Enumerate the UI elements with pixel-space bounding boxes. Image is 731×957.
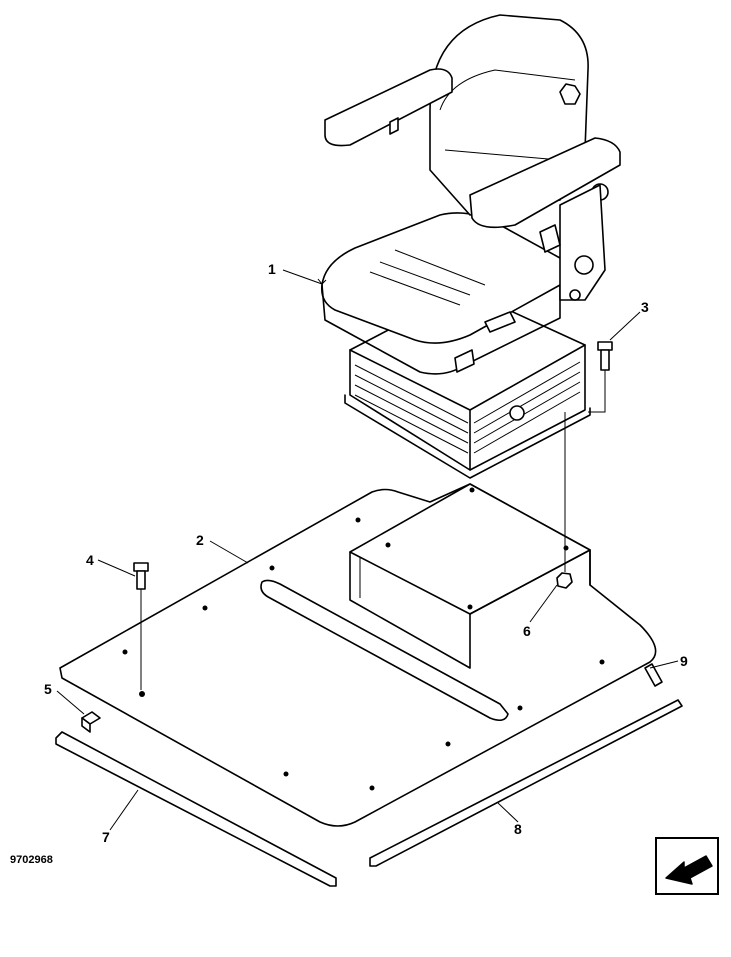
bolt-part-4 (133, 562, 149, 690)
nut-part-6 (556, 412, 573, 589)
seat-right-armrest (469, 137, 621, 229)
callout-4: 4 (86, 552, 94, 568)
strip-part-8 (369, 699, 683, 867)
leader-lines (56, 269, 679, 831)
base-plate-outline (59, 483, 657, 827)
figure-id: 9702968 (10, 854, 53, 866)
callout-1: 1 (268, 261, 276, 277)
callout-2: 2 (196, 532, 204, 548)
callout-8: 8 (514, 821, 522, 837)
arrow-left-down-icon (655, 837, 719, 895)
callout-6: 6 (523, 623, 531, 639)
callout-3: 3 (641, 299, 649, 315)
clip-part-5 (81, 711, 101, 733)
bolt-part-3 (588, 341, 613, 413)
callout-7: 7 (102, 829, 110, 845)
strap-part-9 (644, 663, 663, 687)
base-plate (59, 483, 657, 827)
seat-assembly (320, 14, 621, 479)
callout-9: 9 (680, 653, 688, 669)
seat-left-armrest (324, 68, 453, 147)
strip-part-7 (55, 731, 337, 887)
callout-5: 5 (44, 681, 52, 697)
